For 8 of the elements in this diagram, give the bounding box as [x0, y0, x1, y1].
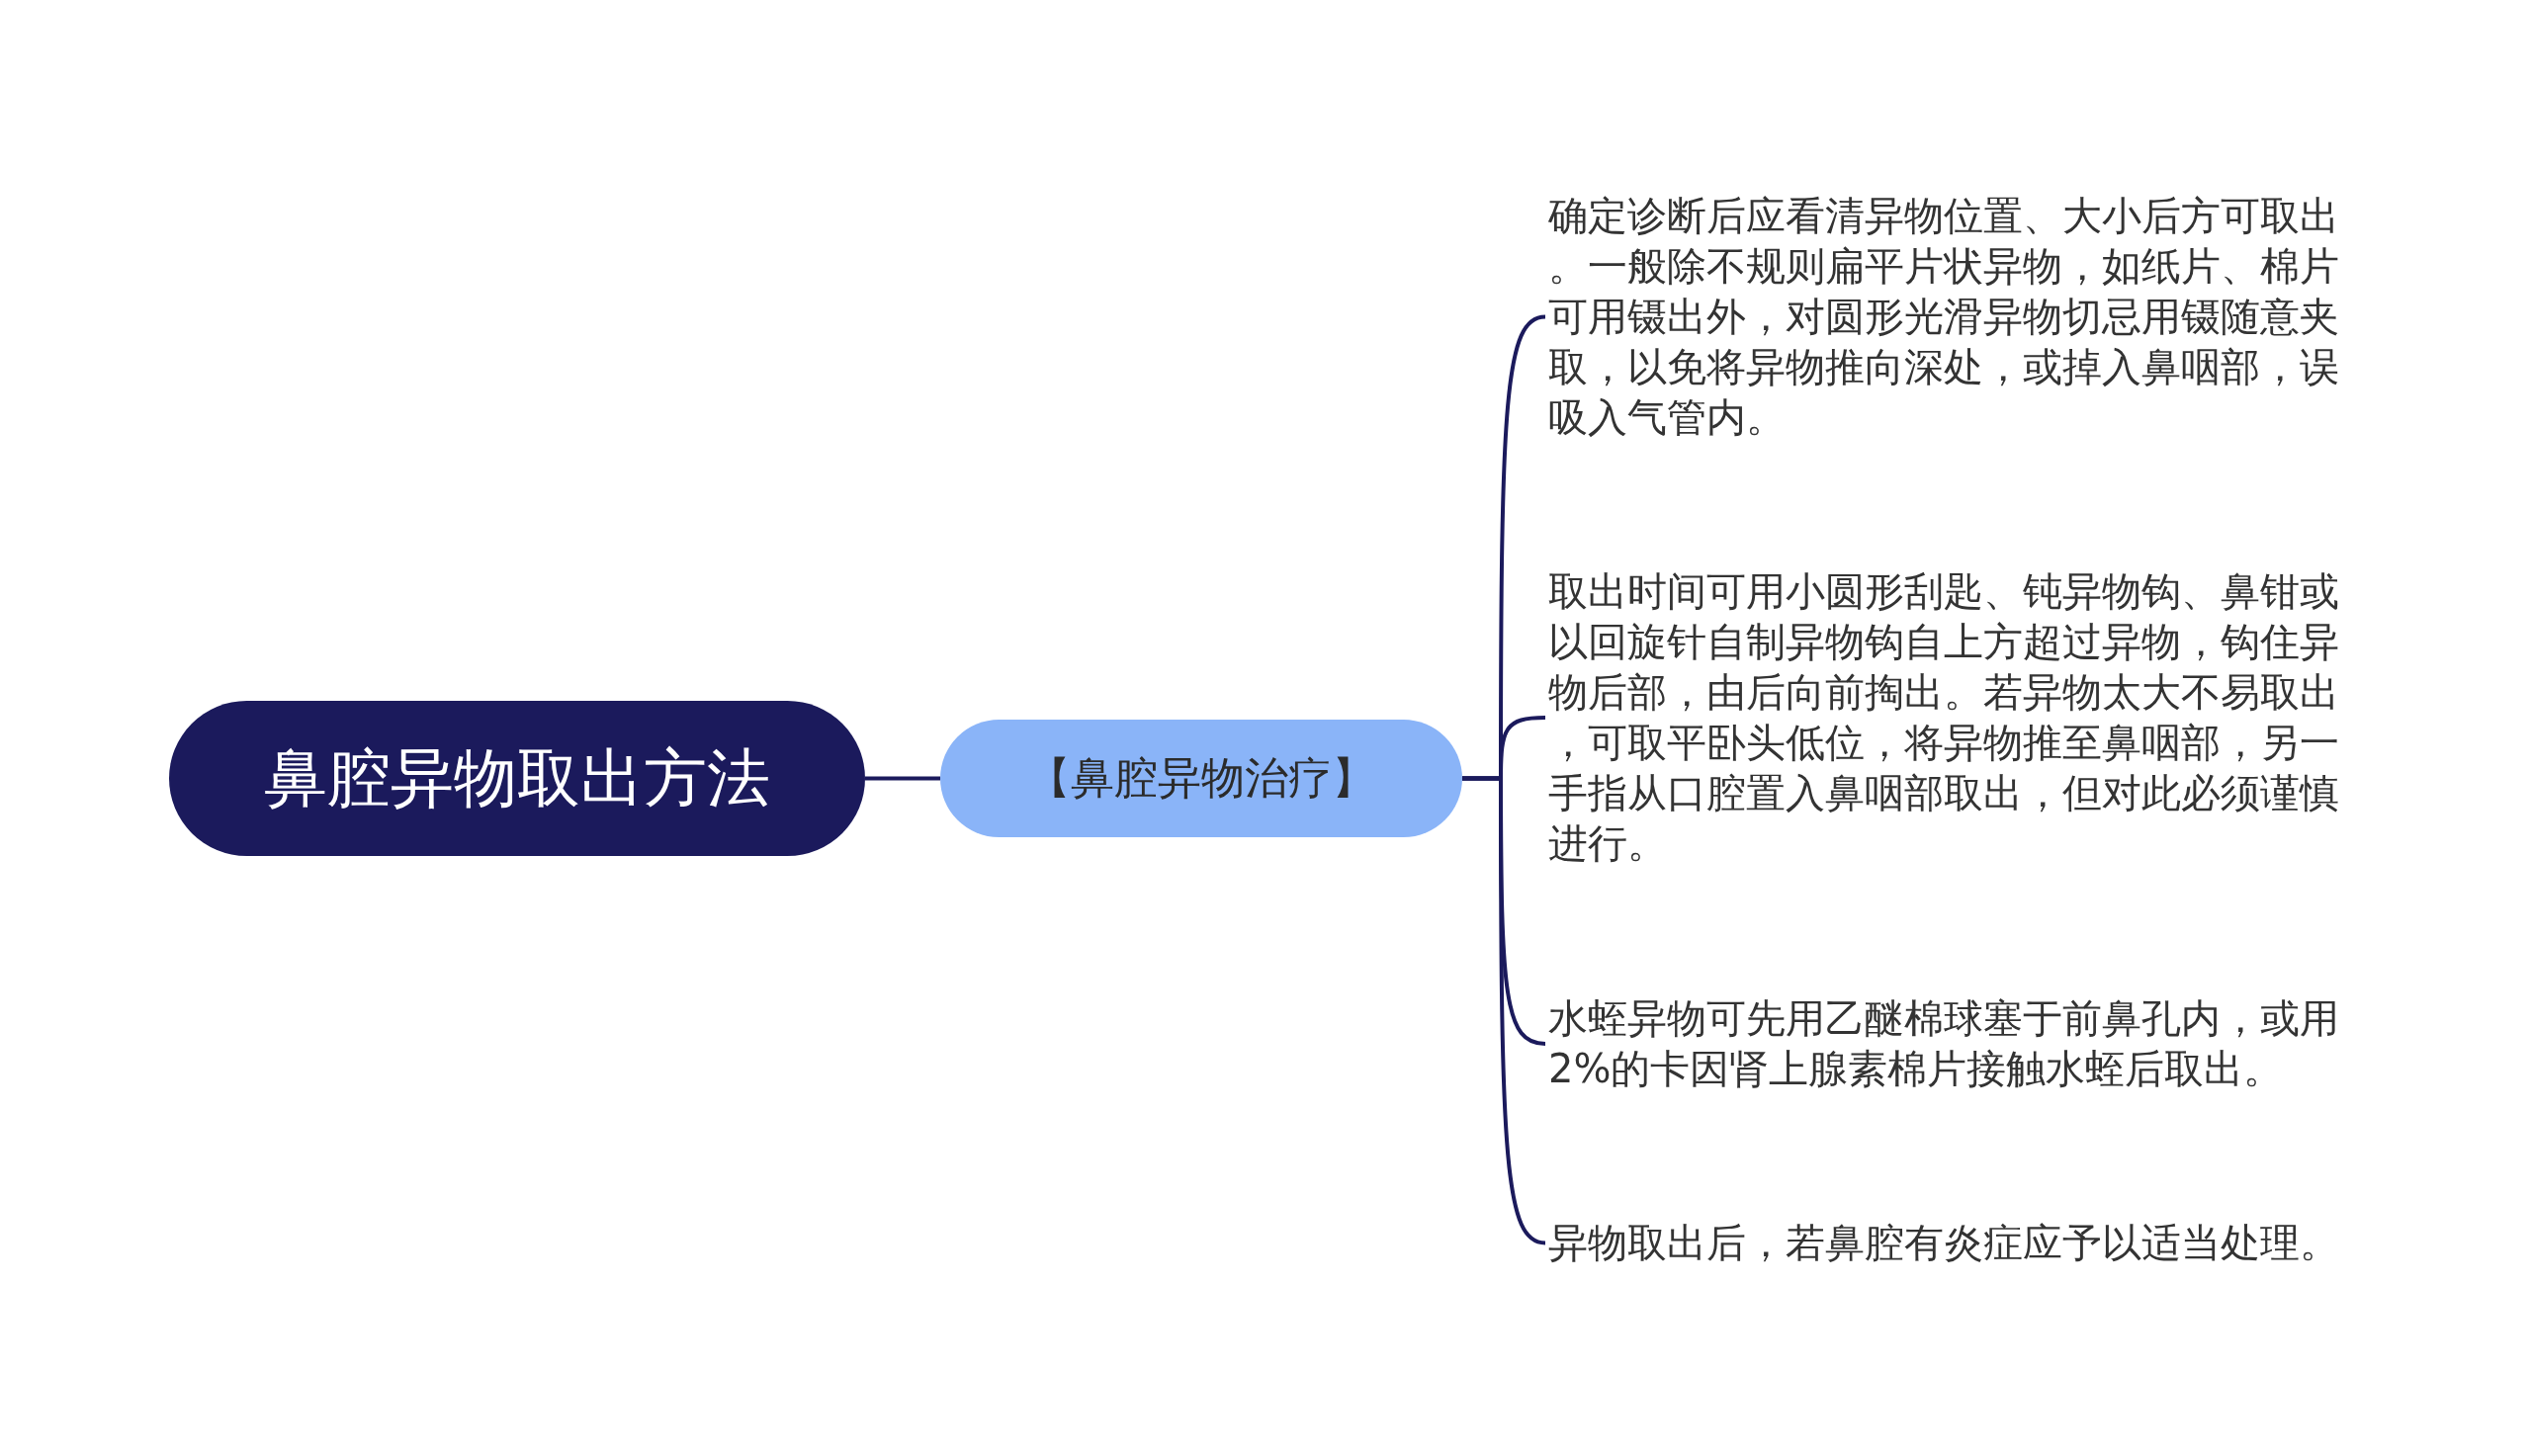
topic-text: 确定诊断后应看清异物位置、大小后方可取出。一般除不规则扁平片状异物，如纸片、棉片可用镊出外，对圆形光滑异物切忌用镊随意夹取，以免将异物推向深处，或掉入鼻咽部，误吸入气管内。 — [1548, 191, 2351, 443]
topic-text: 取出时间可用小圆形刮匙、钝异物钩、鼻钳或以回旋针自制异物钩自上方超过异物，钩住异物后部，由后向前掏出。若异物太大不易取出，可取平卧头低位，将异物推至鼻咽部，另一手指从口腔置入鼻咽部取出，但对此必须谨慎进行。 — [1548, 566, 2351, 869]
topic-text: 异物取出后，若鼻腔有炎症应予以适当处理。 — [1548, 1218, 2351, 1268]
topic-title: 【鼻腔异物治疗】 — [1027, 751, 1375, 805]
connector-line — [1462, 776, 1546, 1245]
connector-line — [865, 776, 940, 781]
topic-text: 水蛭异物可先用乙醚棉球塞于前鼻孔内，或用2%的卡因肾上腺素棉片接触水蛭后取出。 — [1548, 993, 2351, 1094]
topic-title: 鼻腔异物取出方法 — [264, 740, 770, 816]
